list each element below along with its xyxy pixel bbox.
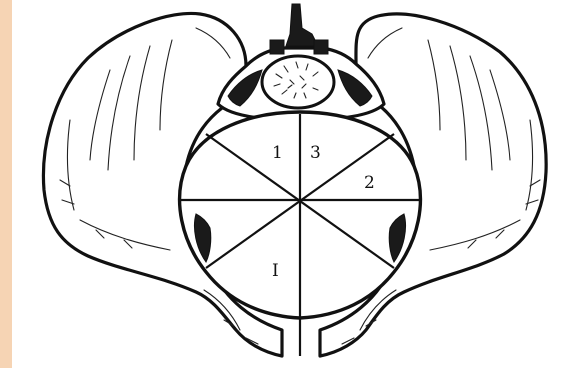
label-2: 2 [364,173,375,193]
vertebral-process [286,4,318,46]
vertebral-body [262,56,334,108]
right-articular-process [314,40,328,54]
label-I: I [272,261,279,281]
label-1: 1 [272,143,283,163]
left-articular-process [270,40,284,54]
label-3: 3 [310,143,321,163]
